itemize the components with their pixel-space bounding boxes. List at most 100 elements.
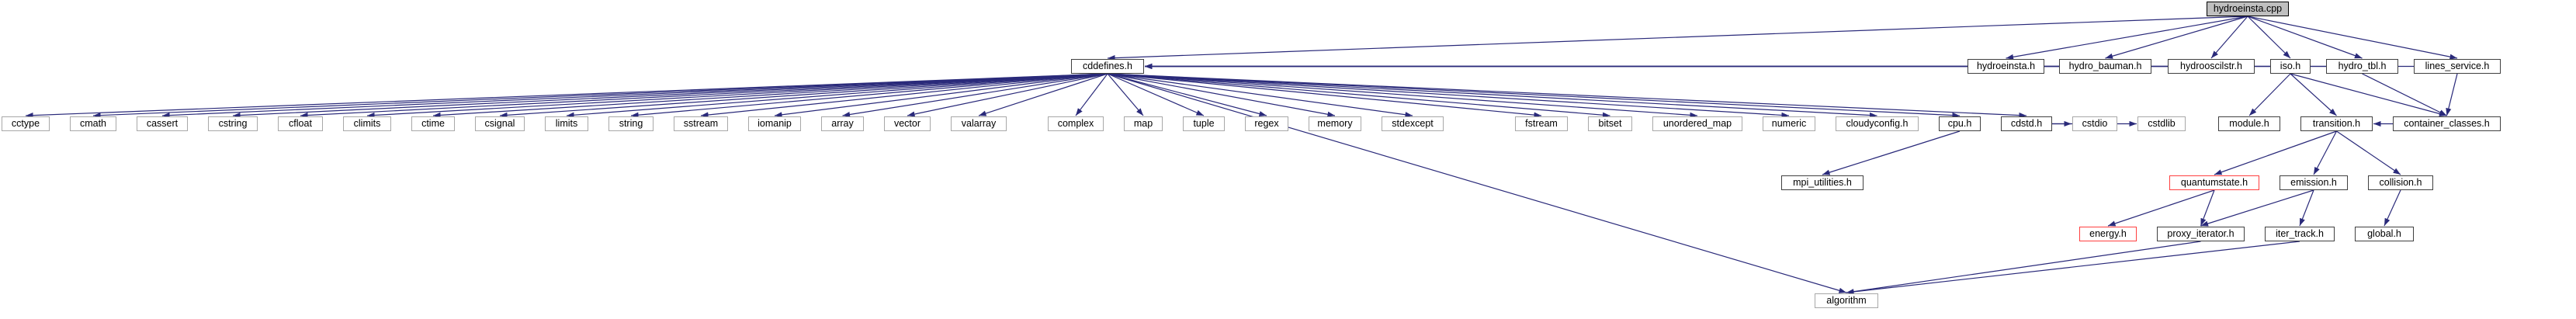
- graph-node-cfloat[interactable]: cfloat: [278, 116, 323, 131]
- graph-edge: [1107, 73, 1144, 116]
- graph-node-cpu_h[interactable]: cpu.h: [1939, 116, 1981, 131]
- graph-node-fstream[interactable]: fstream: [1515, 116, 1568, 131]
- graph-node-hydro_bauman_h[interactable]: hydro_bauman.h: [2059, 59, 2151, 74]
- graph-edge: [2290, 73, 2447, 116]
- graph-edge: [1846, 241, 2300, 295]
- graph-node-cddefines_h[interactable]: cddefines.h: [1071, 59, 1144, 74]
- graph-node-string[interactable]: string: [608, 116, 654, 131]
- graph-node-csignal[interactable]: csignal: [475, 116, 525, 131]
- graph-edge: [1107, 73, 1413, 118]
- graph-node-cassert[interactable]: cassert: [137, 116, 188, 131]
- graph-edge: [1107, 73, 1877, 119]
- graph-node-valarray[interactable]: valarray: [951, 116, 1007, 131]
- graph-node-energy_h[interactable]: energy.h: [2079, 227, 2137, 241]
- graph-edge: [978, 73, 1108, 116]
- graph-edge: [2107, 189, 2215, 227]
- graph-edge: [1107, 16, 2248, 61]
- graph-node-transition_h[interactable]: transition.h: [2300, 116, 2373, 131]
- graph-edge: [2006, 16, 2248, 60]
- graph-node-vector[interactable]: vector: [884, 116, 931, 131]
- graph-node-proxy_iterator_h[interactable]: proxy_iterator.h: [2157, 227, 2245, 241]
- graph-edge: [1107, 73, 1542, 118]
- graph-node-sstream[interactable]: sstream: [674, 116, 728, 131]
- graph-node-cstring[interactable]: cstring: [208, 116, 258, 131]
- graph-node-lines_service_h[interactable]: lines_service.h: [2414, 59, 2501, 74]
- graph-node-map[interactable]: map: [1124, 116, 1163, 131]
- graph-edge: [2299, 189, 2314, 227]
- graph-node-cstdlib[interactable]: cstdlib: [2137, 116, 2186, 131]
- graph-node-quantumstate_h[interactable]: quantumstate.h: [2169, 175, 2259, 190]
- graph-node-complex[interactable]: complex: [1048, 116, 1104, 131]
- graph-edge: [499, 73, 1108, 118]
- graph-edge: [2247, 16, 2291, 59]
- graph-edge: [2290, 73, 2337, 116]
- graph-node-cctype[interactable]: cctype: [2, 116, 50, 131]
- graph-edge: [2200, 189, 2215, 227]
- graph-node-memory[interactable]: memory: [1309, 116, 1361, 131]
- graph-edge: [630, 73, 1108, 118]
- graph-edge: [300, 73, 1108, 119]
- graph-node-iso_h[interactable]: iso.h: [2270, 59, 2311, 74]
- graph-edge: [232, 73, 1108, 119]
- graph-node-hydroeinsta_cpp[interactable]: hydroeinsta.cpp: [2207, 2, 2289, 16]
- graph-edge: [2446, 73, 2458, 116]
- graph-node-cmath[interactable]: cmath: [70, 116, 116, 131]
- graph-edge: [366, 73, 1108, 119]
- graph-node-iter_track_h[interactable]: iter_track.h: [2265, 227, 2335, 241]
- graph-edge: [1107, 73, 2027, 119]
- graph-edge: [774, 73, 1108, 118]
- graph-node-hydro_tbl_h[interactable]: hydro_tbl.h: [2326, 59, 2398, 74]
- graph-node-tuple[interactable]: tuple: [1183, 116, 1225, 131]
- graph-edge: [842, 73, 1108, 118]
- graph-edge: [1107, 73, 1790, 119]
- graph-edge: [1822, 130, 1961, 175]
- graph-node-collision_h[interactable]: collision.h: [2368, 175, 2433, 190]
- graph-edge: [700, 73, 1108, 118]
- graph-node-array[interactable]: array: [821, 116, 864, 131]
- graph-node-stdexcept[interactable]: stdexcept: [1382, 116, 1444, 131]
- graph-edge: [2247, 16, 2363, 59]
- graph-node-algorithm[interactable]: algorithm: [1815, 293, 1878, 308]
- graph-edge: [566, 73, 1108, 118]
- graph-edge: [1107, 73, 1336, 117]
- graph-node-global_h[interactable]: global.h: [2355, 227, 2414, 241]
- graph-edge: [1107, 73, 1267, 117]
- graph-node-numeric[interactable]: numeric: [1763, 116, 1815, 131]
- graph-node-limits[interactable]: limits: [545, 116, 588, 131]
- graph-edge: [2200, 189, 2314, 227]
- graph-node-cloudyconfig_h[interactable]: cloudyconfig.h: [1836, 116, 1919, 131]
- graph-node-container_classes_h[interactable]: container_classes.h: [2393, 116, 2501, 131]
- graph-node-ctime[interactable]: ctime: [411, 116, 455, 131]
- graph-node-unordered_map[interactable]: unordered_map: [1652, 116, 1742, 131]
- graph-edge: [1107, 73, 1698, 118]
- graph-node-cdstd_h[interactable]: cdstd.h: [2001, 116, 2052, 131]
- graph-edge: [2384, 189, 2401, 227]
- graph-edge: [1107, 73, 1205, 116]
- graph-node-cstdio[interactable]: cstdio: [2072, 116, 2117, 131]
- graph-edge: [1107, 73, 1961, 119]
- graph-node-bitset[interactable]: bitset: [1588, 116, 1632, 131]
- graph-node-hydroeinsta_h[interactable]: hydroeinsta.h: [1968, 59, 2044, 74]
- graph-node-regex[interactable]: regex: [1245, 116, 1288, 131]
- graph-edge: [2214, 130, 2337, 175]
- graph-edge: [2336, 130, 2401, 175]
- graph-edge: [2105, 16, 2248, 59]
- graph-node-climits[interactable]: climits: [343, 116, 391, 131]
- graph-edge: [1075, 73, 1108, 116]
- graph-edge: [1107, 73, 1610, 118]
- graph-edge: [161, 73, 1108, 119]
- graph-node-hydrooscilstr_h[interactable]: hydrooscilstr.h: [2168, 59, 2255, 74]
- graph-edge: [92, 73, 1108, 119]
- graph-node-module_h[interactable]: module.h: [2218, 116, 2280, 131]
- graph-edge: [2248, 73, 2291, 116]
- graph-edge: [1846, 241, 2201, 295]
- graph-node-iomanip[interactable]: iomanip: [748, 116, 801, 131]
- graph-edge: [432, 73, 1108, 118]
- graph-edge: [2210, 16, 2248, 59]
- graph-node-emission_h[interactable]: emission.h: [2280, 175, 2348, 190]
- graph-edge: [907, 73, 1108, 117]
- graph-edge: [2362, 73, 2447, 116]
- graph-node-mpi_utilities_h[interactable]: mpi_utilities.h: [1781, 175, 1864, 190]
